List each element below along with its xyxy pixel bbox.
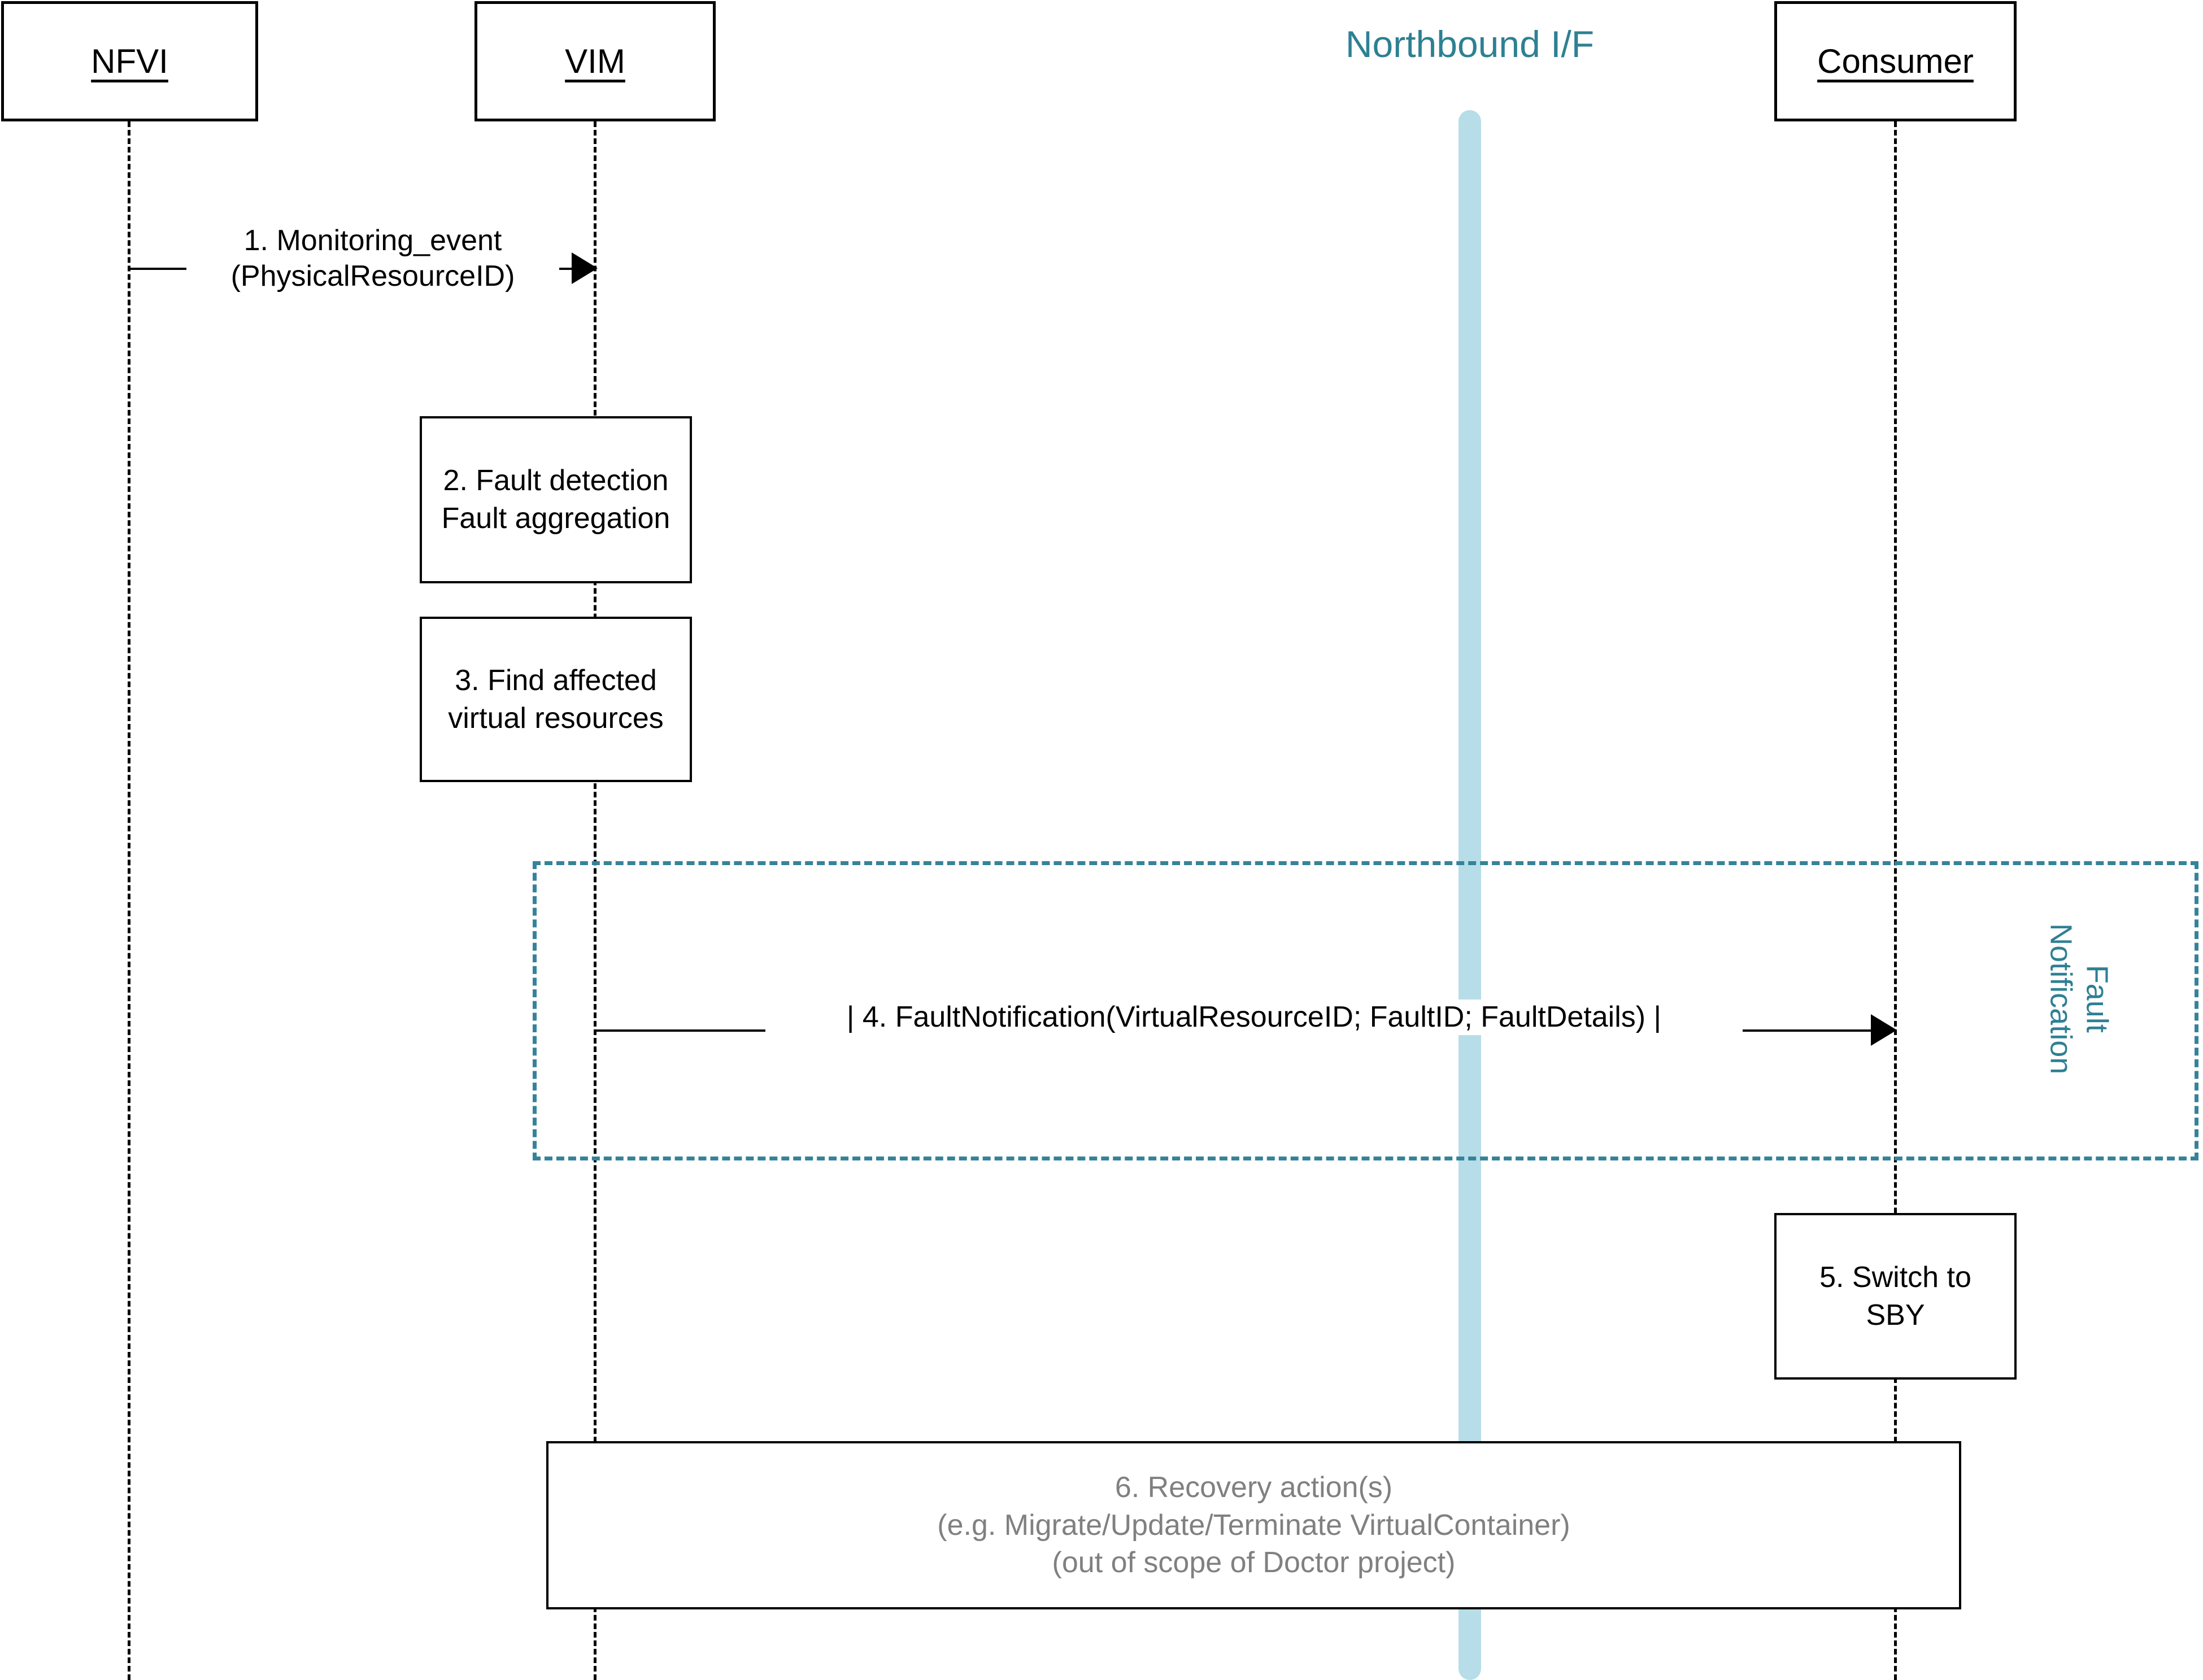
actor-box-consumer[interactable]: Consumer <box>1774 1 2017 121</box>
message-4-arrowhead <box>1871 1014 1897 1046</box>
actor-label-vim: VIM <box>565 42 625 80</box>
process-box-step2-label: 2. Fault detection Fault aggregation <box>441 464 671 535</box>
message-1-label: 1. Monitoring_event (PhysicalResourceID) <box>186 223 559 295</box>
process-box-step5[interactable]: 5. Switch to SBY <box>1774 1213 2017 1380</box>
lifeline-vim <box>594 121 597 1680</box>
northbound-interface-title: Northbound I/F <box>1345 23 1595 65</box>
actor-box-nfvi[interactable]: NFVI <box>1 1 258 121</box>
lifeline-nfvi <box>128 121 130 1680</box>
actor-label-nfvi: NFVI <box>91 42 168 80</box>
process-box-step3-label: 3. Find affected virtual resources <box>448 664 664 735</box>
process-box-step3[interactable]: 3. Find affected virtual resources <box>420 617 692 782</box>
northbound-interface-bar <box>1458 110 1481 1680</box>
process-box-step6[interactable]: 6. Recovery action(s) (e.g. Migrate/Upda… <box>546 1441 1961 1609</box>
process-box-step5-label: 5. Switch to SBY <box>1819 1260 1971 1332</box>
process-box-step6-label: 6. Recovery action(s) (e.g. Migrate/Upda… <box>937 1471 1570 1579</box>
message-4-label: | 4. FaultNotification(VirtualResourceID… <box>765 1000 1743 1036</box>
actor-box-vim[interactable]: VIM <box>474 1 716 121</box>
message-1-arrowhead <box>572 252 598 284</box>
process-box-step2[interactable]: 2. Fault detection Fault aggregation <box>420 416 692 583</box>
fault-notification-fragment <box>533 861 2198 1160</box>
actor-label-consumer: Consumer <box>1817 42 1974 80</box>
fault-notification-fragment-label: Fault Notification <box>2044 923 2114 1075</box>
lifeline-consumer <box>1894 121 1897 1680</box>
